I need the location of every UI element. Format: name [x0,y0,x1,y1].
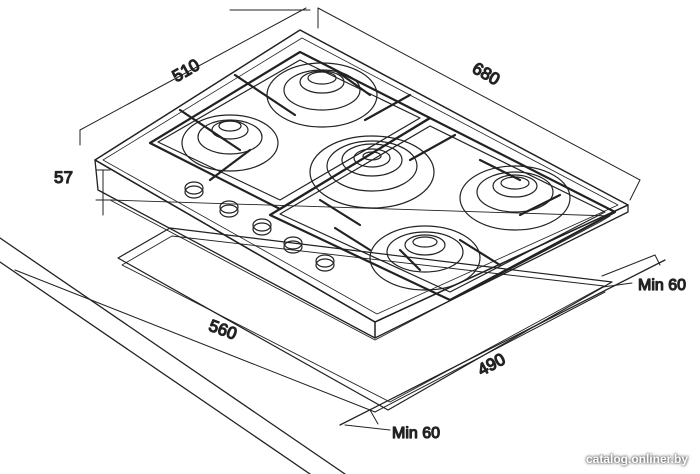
knob-icon [315,254,335,272]
burner-wok-center [309,135,435,209]
watermark: catalog.onliner.by [585,452,688,466]
burner-left [181,114,279,172]
dim-510-label: 510 [169,55,203,86]
knob-icon [252,218,272,236]
dim-57-label: 57 [54,168,73,187]
control-knobs [184,181,335,272]
cutout-outline [117,227,613,411]
dim-680-label: 680 [469,59,503,90]
clearance-right-label: Min 60 [638,277,686,294]
dim-560-label: 560 [206,316,239,344]
dimension-lines [14,7,661,431]
burner-right [459,165,571,231]
knob-icon [184,181,204,199]
countertop-lines [0,237,666,474]
knob-icon [283,236,303,254]
burner-front [369,225,481,291]
pan-support-grids [148,50,617,302]
knob-icon [219,200,239,218]
burner-back-center [266,62,378,128]
clearance-front-label: Min 60 [392,425,440,442]
